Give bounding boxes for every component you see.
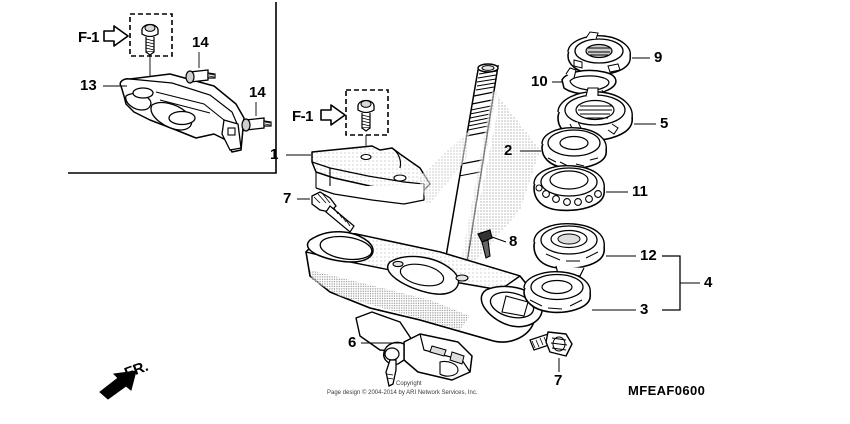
inset-dashed-bolt-box [129, 13, 173, 57]
flange-bolt-14-right [241, 117, 272, 132]
callout-6: 6 [348, 334, 357, 351]
ring-nut-9 [567, 31, 631, 76]
top-cone-race-5 [557, 87, 633, 142]
lower-ball-bearing-12 [533, 223, 605, 277]
callout-2: 2 [504, 142, 513, 159]
small-bolt-8 [477, 229, 493, 259]
callout-12: 12 [640, 247, 657, 264]
group-4-bracket [662, 255, 700, 311]
lock-washer-10 [561, 67, 617, 99]
main-dashed-bolt-box [345, 89, 389, 136]
callout-8: 8 [509, 233, 518, 250]
callout-10: 10 [531, 73, 548, 90]
callout-1: 1 [270, 146, 279, 163]
callout-4: 4 [704, 274, 713, 291]
copyright-line-2: Page design © 2004-2014 by ARI Network S… [327, 390, 478, 396]
f1-arrow-inset [103, 25, 129, 47]
callout-8-leader [491, 236, 507, 243]
callout-13: 13 [80, 77, 97, 94]
callout-5: 5 [660, 115, 669, 132]
inset-detail-box [68, 2, 277, 174]
f1-arrow-main [320, 104, 346, 126]
ball-bearing-11 [533, 165, 605, 212]
f1-label-main: F-1 [292, 108, 314, 125]
f1-label-inset: F-1 [78, 29, 100, 46]
inset-flange-bolt-icon [141, 23, 159, 56]
callout-7-left: 7 [283, 190, 292, 207]
callout-11: 11 [632, 183, 648, 200]
main-flange-bolt-icon [357, 99, 375, 132]
callout-7-bottom: 7 [554, 372, 563, 389]
fr-direction-arrow [99, 370, 137, 400]
pinch-bolt-7-left [311, 191, 355, 233]
callout-3: 3 [640, 301, 649, 318]
upper-race-cone-2 [541, 127, 607, 170]
clamp-shading [310, 270, 470, 330]
flange-bolt-14-top [185, 69, 216, 84]
copyright-line-1: Copyright [396, 381, 422, 387]
cable-guide-bracket-13 [119, 73, 245, 153]
callout-14-right: 14 [249, 84, 266, 101]
callout-14-top: 14 [192, 34, 209, 51]
part-number-label: MFEAF0600 [628, 383, 706, 398]
dust-seal-ring-3 [523, 271, 591, 314]
ignition-lock-cylinder-6 [383, 333, 473, 387]
top-bridge-plate-1 [311, 145, 431, 205]
shaft-shading [418, 96, 540, 268]
pinch-bolt-7-bottom [529, 331, 573, 357]
callout-9: 9 [654, 49, 663, 66]
